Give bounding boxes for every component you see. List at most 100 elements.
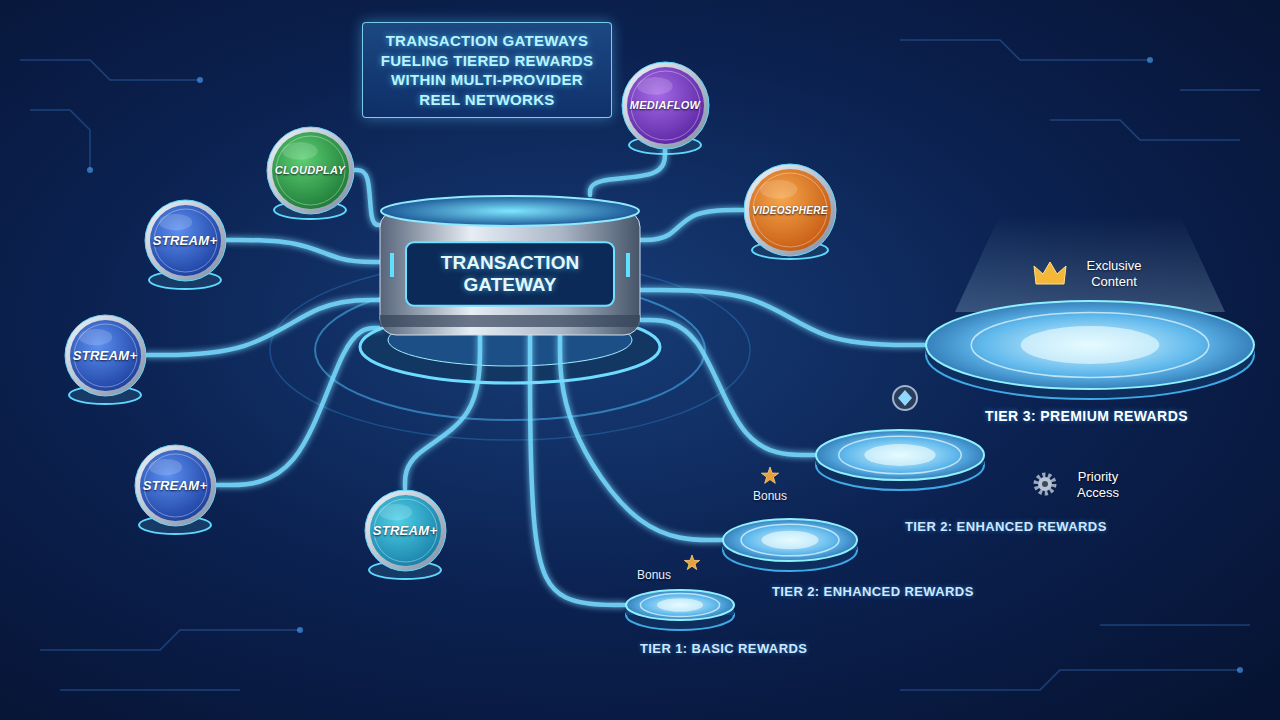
circuit-dot <box>1237 667 1243 673</box>
circuit-trace <box>40 630 300 650</box>
platform-core <box>864 444 935 466</box>
status-light <box>626 253 630 277</box>
tier-label: TIER 2: ENHANCED REWARDS <box>772 584 974 599</box>
platform-core <box>657 598 703 611</box>
platform-top <box>926 301 1254 389</box>
feature-label: Bonus <box>626 568 682 582</box>
reward-platform: TIER 3: PREMIUM REWARDS <box>925 300 1255 424</box>
gateway-body <box>380 211 640 335</box>
gear-body <box>1038 477 1052 491</box>
data-pipe <box>590 150 665 196</box>
label-holder: Exclusive Content <box>1068 258 1160 289</box>
coin-rim <box>622 62 709 149</box>
provider-coin: CLOUDPLAY <box>266 126 355 215</box>
coin-highlight <box>378 503 411 520</box>
platform-ring <box>741 524 839 556</box>
circuit-trace <box>60 689 240 691</box>
platform-ring <box>640 593 719 616</box>
gear-icon <box>1036 475 1054 493</box>
platform-core <box>1021 326 1160 364</box>
label-holder: Bonus <box>740 489 800 503</box>
coin-face <box>140 450 211 521</box>
tier-label: TIER 3: PREMIUM REWARDS <box>985 408 1188 424</box>
coin-highlight <box>148 458 181 475</box>
coin-inner-ring <box>144 454 207 517</box>
gear-hole <box>1042 481 1048 487</box>
status-light <box>390 253 394 277</box>
data-pipe <box>530 335 625 605</box>
coin-face <box>150 205 221 276</box>
provider-name: CLOUDPLAY <box>275 164 345 176</box>
platform-top <box>816 430 984 480</box>
coin-highlight <box>760 180 798 199</box>
tier-shape <box>925 300 1255 402</box>
circuit-dot <box>197 77 203 83</box>
data-pipe <box>640 320 815 455</box>
coin-inner-ring <box>74 324 137 387</box>
title-holder: TRANSACTION GATEWAYS FUELING TIERED REWA… <box>362 22 612 118</box>
coin-rim <box>267 127 354 214</box>
coin-inner-ring <box>753 173 827 247</box>
data-pipe <box>640 210 743 240</box>
platform-top <box>626 590 734 620</box>
label-holder: Priority Access <box>1062 469 1134 500</box>
provider-name: STREAM+ <box>153 233 218 248</box>
circuit-trace <box>20 60 200 80</box>
circuit-trace <box>1050 120 1240 140</box>
base-disc <box>360 311 660 383</box>
provider-coin: STREAM+ <box>134 444 217 527</box>
feature-label: Exclusive Content <box>1068 258 1160 289</box>
data-pipe <box>355 170 381 225</box>
tier-shape <box>815 429 985 493</box>
circuit-dot <box>1147 57 1153 63</box>
crown-icon <box>1034 262 1066 284</box>
provider-name: STREAM+ <box>373 523 438 538</box>
feature-label: Bonus <box>740 489 800 503</box>
reward-platform: TIER 2: ENHANCED REWARDS <box>815 429 1111 534</box>
platform-ring <box>839 436 961 473</box>
circuit-trace <box>900 40 1150 60</box>
coin-highlight <box>637 77 673 95</box>
star-icon <box>684 555 699 570</box>
circuit-dot <box>297 627 303 633</box>
tier-shape <box>722 518 858 574</box>
platform-top <box>723 519 857 561</box>
circuit-dot <box>87 167 93 173</box>
coin-inner-ring <box>374 499 437 562</box>
coin-face <box>370 495 441 566</box>
provider-coin: MEDIAFLOW <box>621 61 710 150</box>
data-pipe <box>560 335 722 540</box>
badge-diamond <box>898 390 912 406</box>
coin-face <box>749 169 831 251</box>
coin-face <box>272 132 349 209</box>
coin-highlight <box>158 213 191 230</box>
provider-coin: STREAM+ <box>364 489 447 572</box>
gateway-label: TRANSACTION GATEWAY <box>420 252 600 296</box>
coin-rim <box>65 315 146 396</box>
light-beam <box>955 215 1225 312</box>
data-pipe <box>405 335 480 489</box>
coin-rim <box>744 164 836 256</box>
tier-label: TIER 2: ENHANCED REWARDS <box>905 519 1107 534</box>
platform-core <box>761 531 818 549</box>
circuit-traces <box>20 40 1260 690</box>
gateway-band <box>380 315 640 327</box>
provider-name: STREAM+ <box>143 478 208 493</box>
circuit-trace <box>1180 89 1260 91</box>
platform-ring <box>971 313 1209 378</box>
coin-rim <box>365 490 446 571</box>
provider-name: MEDIAFLOW <box>630 99 701 111</box>
coin-rim <box>135 445 216 526</box>
data-pipe <box>640 290 925 345</box>
provider-coin: STREAM+ <box>144 199 227 282</box>
feature-label: Priority Access <box>1062 469 1134 500</box>
circuit-trace <box>1100 624 1250 626</box>
diagram-title: TRANSACTION GATEWAYS FUELING TIERED REWA… <box>362 22 612 118</box>
provider-coin: STREAM+ <box>64 314 147 397</box>
coin-face <box>70 320 141 391</box>
tier-label: TIER 1: BASIC REWARDS <box>640 641 807 656</box>
provider-coin: VIDEOSPHERE <box>743 163 837 257</box>
coin-inner-ring <box>631 71 700 140</box>
